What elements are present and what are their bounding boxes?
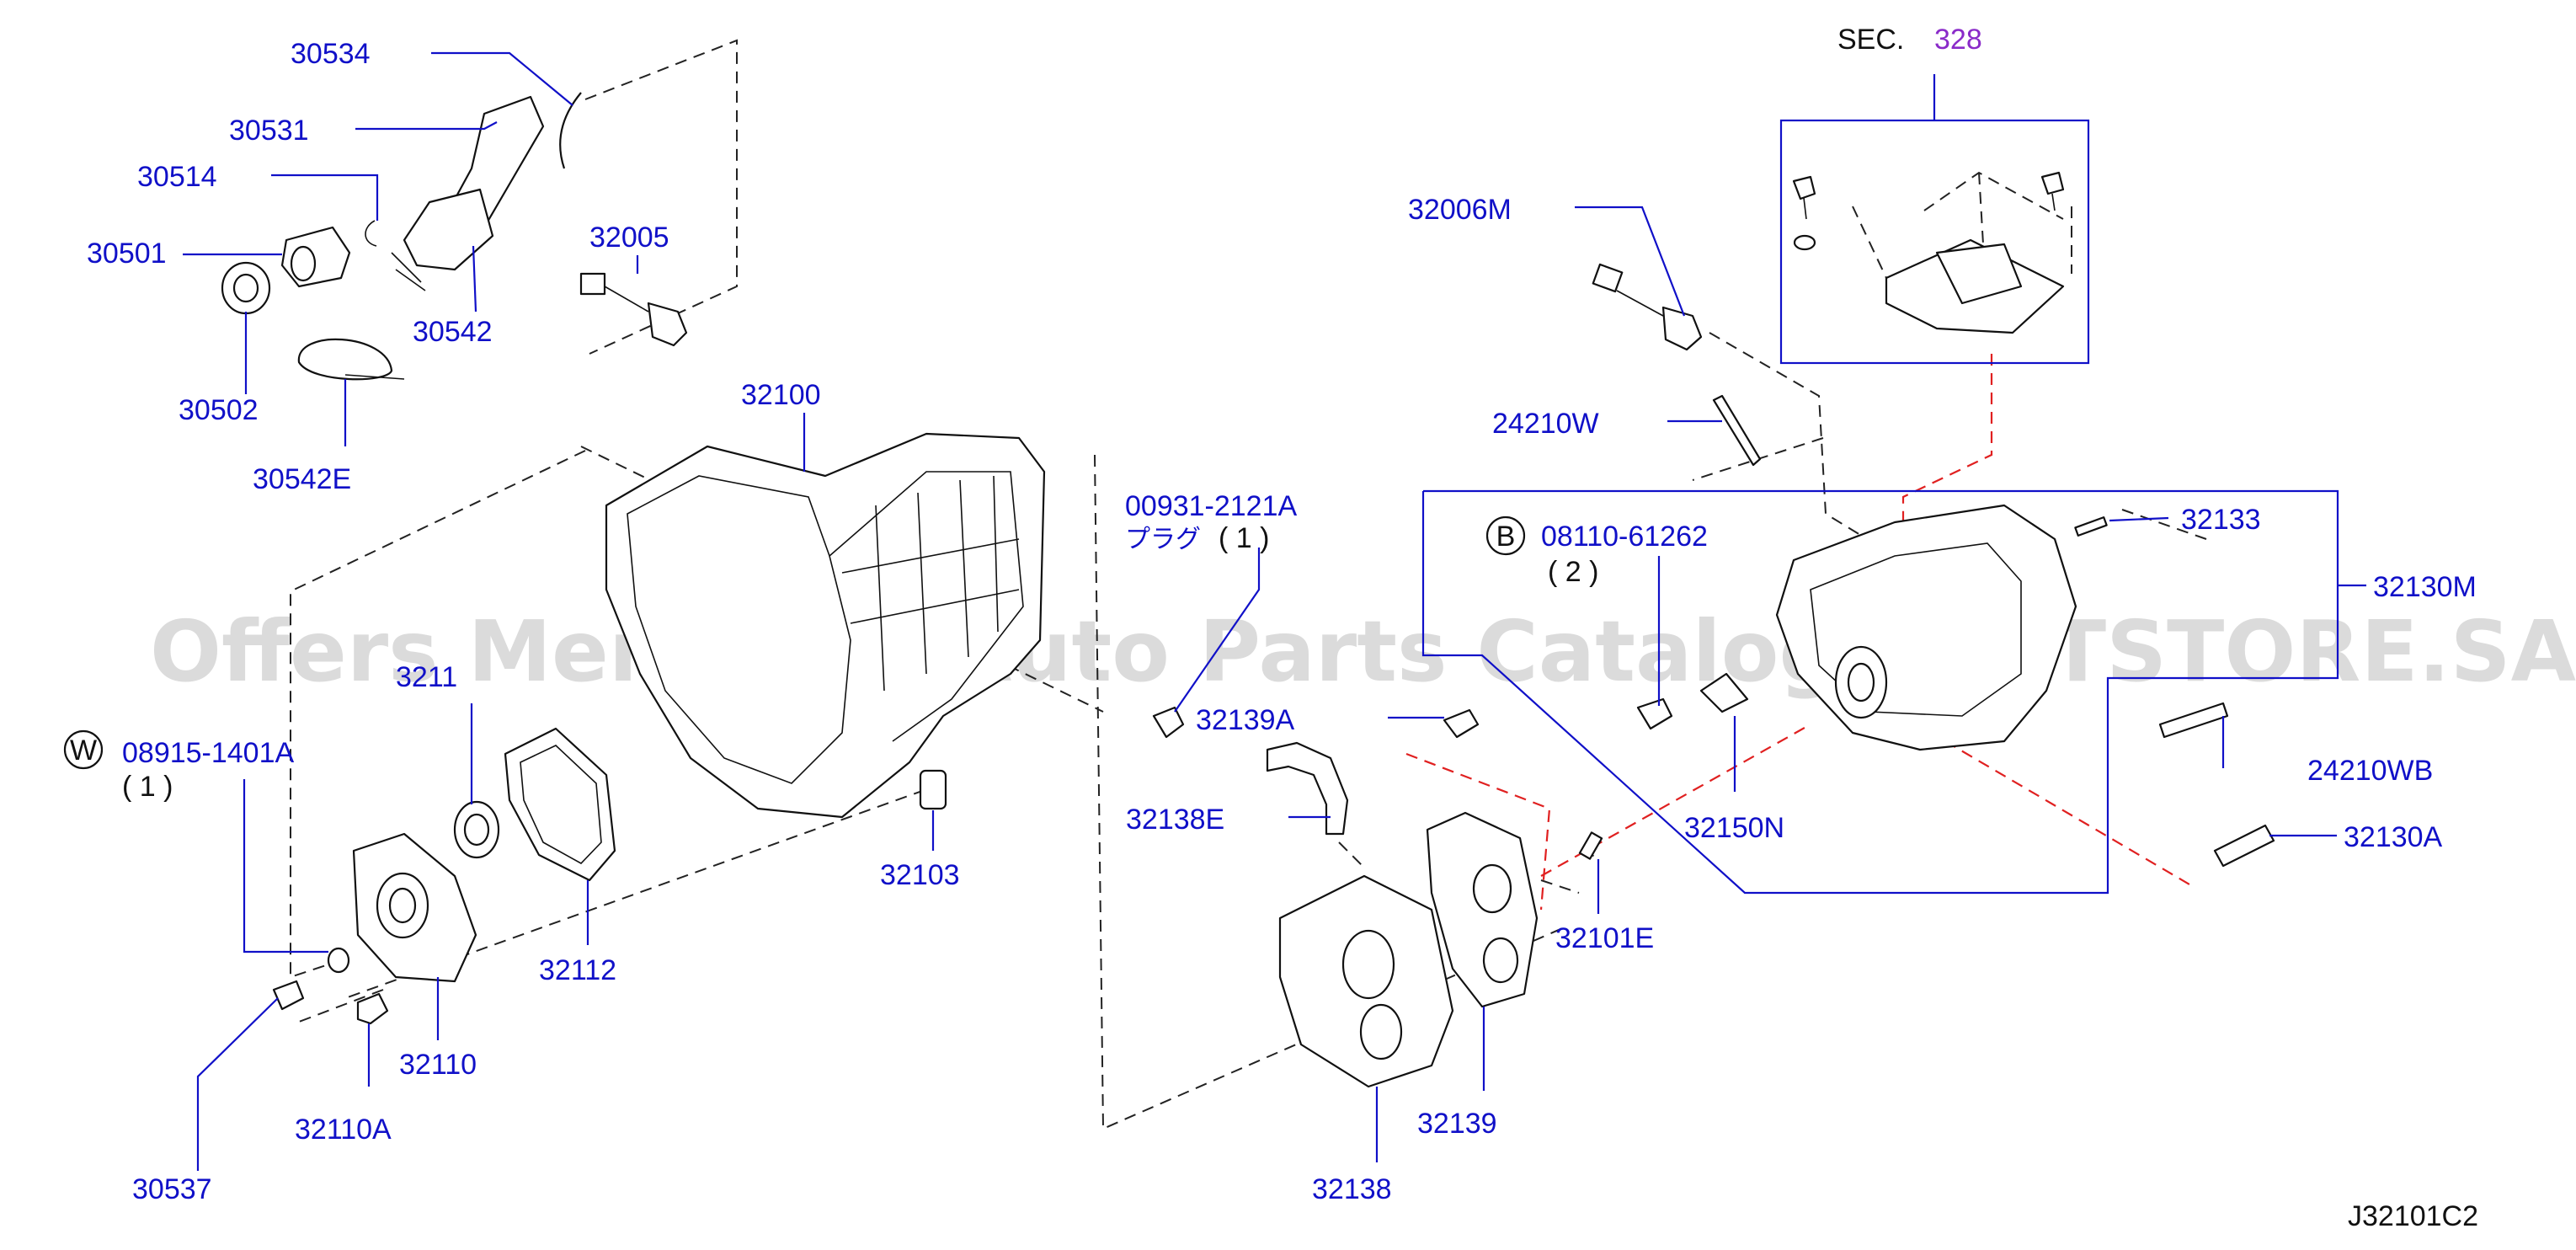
label-32130a[interactable]: 32130A <box>2344 821 2443 853</box>
label-30542[interactable]: 30542 <box>413 316 493 348</box>
section-prefix: SEC. <box>1837 24 1904 56</box>
pin-32133-icon <box>2074 516 2108 537</box>
label-plug-qty: ( 1 ) <box>1219 522 1269 554</box>
label-32110a[interactable]: 32110A <box>295 1114 392 1146</box>
washer-08915-icon <box>327 947 350 974</box>
circle-marker-w: W <box>63 729 104 770</box>
label-32110[interactable]: 32110 <box>399 1049 477 1081</box>
label-08915-qty: ( 1 ) <box>122 771 173 803</box>
label-30537[interactable]: 30537 <box>132 1173 212 1205</box>
label-30534[interactable]: 30534 <box>291 38 371 70</box>
label-32101e[interactable]: 32101E <box>1555 922 1654 954</box>
gasket-32112-icon <box>504 727 616 882</box>
circle-marker-b: B <box>1485 515 1526 556</box>
clip-30534-icon <box>559 92 582 169</box>
label-30501[interactable]: 30501 <box>87 238 167 270</box>
label-32138e[interactable]: 32138E <box>1126 804 1224 836</box>
label-32005[interactable]: 32005 <box>589 222 669 254</box>
label-08110-qty: ( 2 ) <box>1548 556 1598 588</box>
tube-32138e-icon <box>1266 741 1349 836</box>
label-32138[interactable]: 32138 <box>1312 1173 1392 1205</box>
label-24210w[interactable]: 24210W <box>1492 408 1599 440</box>
label-32139a[interactable]: 32139A <box>1196 704 1295 736</box>
plug-00931-icon <box>1152 706 1185 739</box>
part-labels: 30534 30531 30514 30501 30542 30502 3054… <box>87 38 2477 1205</box>
pin-32101e-icon <box>1578 831 1603 860</box>
svg-text:W: W <box>70 735 97 767</box>
switch-32006m-icon <box>1661 306 1703 351</box>
switch-32006m-connector <box>1592 263 1624 293</box>
extension-housing-32130m-icon <box>1775 504 2077 751</box>
label-32100[interactable]: 32100 <box>741 379 821 411</box>
label-08915-1401a[interactable]: 08915-1401A <box>122 737 295 769</box>
label-30502[interactable]: 30502 <box>179 394 259 426</box>
red-dashed-lines <box>1405 354 2190 911</box>
label-32139[interactable]: 32139 <box>1417 1108 1497 1140</box>
bolt-08110-icon <box>1636 697 1673 730</box>
fork-30542-icon <box>403 188 494 271</box>
group-boxes <box>1421 74 2339 895</box>
bolt-30537-icon <box>272 980 305 1011</box>
bell-housing-32100-icon <box>605 432 1046 819</box>
bolt-32130a-icon <box>2213 824 2275 868</box>
switch-32005-connector <box>579 272 606 296</box>
assembly-32130m-box <box>1421 489 2339 895</box>
label-00931-2121a[interactable]: 00931-2121A <box>1125 490 1298 522</box>
label-30531[interactable]: 30531 <box>229 115 309 147</box>
label-32103[interactable]: 32103 <box>880 859 960 891</box>
clip-24210w-icon <box>1712 394 1762 467</box>
bolt-32139a-icon <box>1443 708 1480 739</box>
part-shapes <box>221 92 2275 1088</box>
label-32150n[interactable]: 32150N <box>1684 812 1784 844</box>
label-3211x[interactable]: 3211 <box>396 661 457 693</box>
label-plug-jp: プラグ <box>1125 525 1201 554</box>
label-08110-61262[interactable]: 08110-61262 <box>1541 521 1708 553</box>
label-32112[interactable]: 32112 <box>539 954 616 986</box>
bracket-32150n-icon <box>1699 672 1749 713</box>
diagram-code: J32101C2 <box>2348 1200 2478 1232</box>
label-32130m[interactable]: 32130M <box>2373 571 2477 603</box>
bolt-32110a-icon <box>356 992 389 1025</box>
label-32006m[interactable]: 32006M <box>1408 194 1512 226</box>
clip-24210wb-icon <box>2158 702 2229 739</box>
band-30542e-icon <box>297 338 393 381</box>
plug-32103-icon <box>919 769 947 810</box>
label-30542e[interactable]: 30542E <box>253 463 351 495</box>
switch-32005-icon <box>647 302 688 347</box>
svg-text:B: B <box>1496 521 1516 553</box>
label-32133[interactable]: 32133 <box>2181 504 2261 536</box>
watermark-text: Offers Merchant Auto Parts Catalog PARTS… <box>150 602 2576 701</box>
label-24210wb[interactable]: 24210WB <box>2307 755 2433 787</box>
section-reference: SEC. 328 <box>1837 24 1982 56</box>
section-number-link[interactable]: 328 <box>1934 24 1982 56</box>
leader-lines <box>183 51 2366 1171</box>
label-30514[interactable]: 30514 <box>137 161 217 193</box>
ring-30514-icon <box>365 220 377 247</box>
